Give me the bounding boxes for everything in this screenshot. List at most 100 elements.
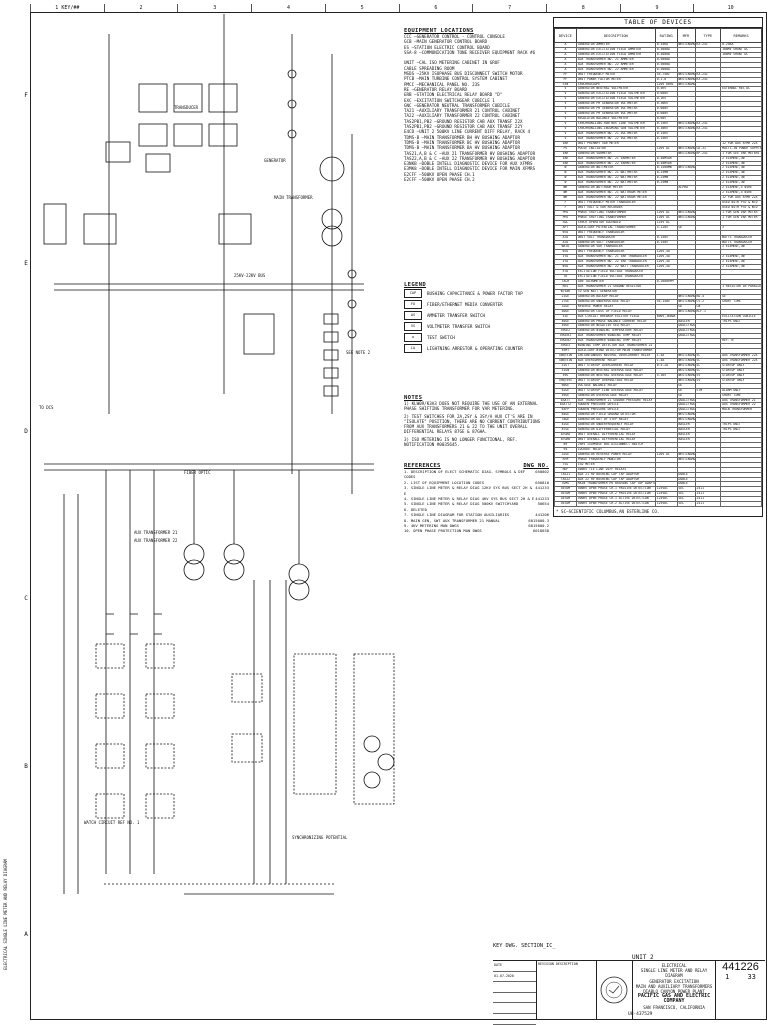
- drawing-title: ELECTRICAL SINGLE LINE METER AND RELAY D…: [633, 961, 717, 1019]
- reference-text: 6. DELETED: [404, 506, 427, 512]
- drawing-number: 441226: [722, 961, 759, 973]
- row-label: E: [24, 260, 28, 267]
- legend-symbol: FO: [404, 300, 422, 309]
- equipment-item: GNC —GENERATOR NEUTRAL TRANSFORMER CUBIC…: [404, 102, 510, 108]
- table-cell: SYNCHRONIZING-RUN BUS LINE VOLTMETER: [575, 121, 656, 127]
- table-cell: 600V,1600A: [654, 313, 678, 320]
- table-cell: 1 RESISTOR IN PARALLEL: [720, 283, 762, 290]
- table-cell: GENERATOR EXCITATION FIELD VOLTMETER: [575, 91, 656, 98]
- equipment-item: EXC —EXCITATION SWITCHGEAR CUBICLE 1: [404, 97, 495, 103]
- revision-entry: [493, 1003, 537, 1014]
- reference-item: 8. MAIN GEN, SWT AUX TRANSFORMER 21 MANU…: [404, 518, 549, 523]
- dwg-no-heading: DWG NO.: [523, 463, 549, 469]
- table-cell: AUX TRANSFORMER NO. 21 VAR TRANSDUCER: [575, 254, 656, 261]
- column-label: 9: [619, 4, 694, 12]
- table-cell: USED WITH PTD & WTD: [720, 204, 762, 211]
- note-item: 2) TEST SWITCHES FOR 2A,2SY & 3SY/A AUX …: [404, 413, 541, 435]
- table-cell: MAIN TRANSFORMER HV BUSHING CAP TAP ADAP…: [575, 481, 656, 488]
- reference-item: 1. DESCRIPTION OF ELECT SCHEMATIC DIAG. …: [404, 469, 549, 480]
- drawing-frame: [30, 12, 767, 1020]
- table-cell: QUALITROL: [676, 328, 696, 335]
- legend-text: LIGHTNING ARRESTOR & OPERATING COUNTER: [427, 346, 523, 351]
- table-cell: WESTINGHOUSE: [676, 417, 696, 424]
- table-cell: 500KV OPEN PHASE CH.2 PASSIVE DETECTION: [575, 491, 656, 498]
- see-note-label: SEE NOTE 2: [346, 350, 371, 355]
- reference-dwg: 6018038: [532, 528, 549, 534]
- equipment-item: TDMS-B —MAIN TRANSFORMER BC HV BUSHING A…: [404, 139, 520, 145]
- equipment-item: TDMS-B —MAIN TRANSFORMER BA HV BUSHING A…: [404, 145, 520, 151]
- table-cell: WESTINGHOUSE: [676, 372, 696, 379]
- devices-footnote: * SC—SCIENTIFIC COLUMBUS,AN ESTERLINE CO…: [556, 509, 660, 515]
- column-label: 4: [251, 4, 325, 12]
- to-dcs-label: TO DCS: [39, 405, 54, 410]
- equipment-locations: EQUIPMENT LOCATIONS CCC —GENERATOR CONTR…: [404, 28, 549, 182]
- equipment-item: TAS21,A,B & C —AUX 21 TRANSFORMER HV BUS…: [404, 150, 536, 156]
- reference-dwg: 441206: [535, 512, 549, 518]
- table-cell: AUX TRANSFORMER 21: [720, 397, 762, 404]
- table-cell: QUALITROL: [676, 333, 696, 340]
- table-cell: WESTINGHOUSE: [676, 145, 696, 152]
- equipment-item: PTCB —MAIN TURBINE CONTROL SYSTEM CABINE…: [404, 76, 508, 82]
- devices-header-cell: DESCRIPTION: [575, 28, 656, 43]
- row-label: C: [24, 595, 28, 603]
- reference-text: 3. SINGLE LINE METER & RELAY DIAG 12KV S…: [404, 485, 533, 496]
- equipment-item: E2CFF —500KV OPEN PHASE CH.1: [404, 171, 475, 177]
- reference-dwg: 050802: [535, 469, 549, 474]
- reference-dwg: 050810: [535, 479, 549, 485]
- unit-label: UNIT 2: [632, 954, 654, 961]
- table-cell: WESTINGHOUSE: [676, 451, 696, 458]
- reference-text: 9. 4KV METERING MAN DWGS: [404, 523, 459, 529]
- reference-item: 5. SINGLE LINE METER & RELAY DIAG 500KV …: [404, 501, 549, 506]
- revision-entry: 01-07-2020: [493, 972, 537, 983]
- table-cell: AUX TRANSFORMER 22X: [720, 358, 762, 364]
- column-label: 3: [177, 4, 251, 12]
- reference-dwg: 50654: [537, 501, 549, 507]
- title-line2: SINGLE LINE METER AND RELAY DIAGRAM: [640, 968, 708, 979]
- equipment-item: CCC —GENERATOR CONTROL - CONTROL CONSOLE: [404, 34, 505, 39]
- notes: NOTES 1) KLW09/K3A3 DOES NOT REQUIRE THE…: [404, 395, 549, 449]
- table-cell: 500KV OPEN PHASE CH.1 PASSIVE DETECTION: [575, 486, 656, 493]
- table-cell: AUX TRANSFORMER 22: [720, 402, 762, 409]
- table-cell: 12 FOR AUX XFMR 22X: [720, 140, 762, 147]
- legend-text: AMMETER TRANSFER SWITCH: [427, 313, 485, 318]
- table-cell: QUALITROL: [676, 397, 696, 404]
- equipment-item: PMCC —MECHANICAL PANEL NO. 23S: [404, 81, 480, 87]
- legend-symbol: o: [404, 333, 422, 342]
- aux22-label: AUX TRANSFORMER 22: [134, 538, 178, 543]
- table-cell: QUALITROL: [676, 402, 696, 409]
- fiber-label: FIBER OPTIC: [184, 470, 211, 475]
- company-city: SAN FRANCISCO, CALIFORNIA: [643, 1004, 705, 1010]
- table-cell: 500KV OPEN PHASE CH.1 ACTIVE DETECTION: [575, 496, 656, 503]
- key-dwg: KEY DWG. SECTION_IC_: [493, 943, 556, 949]
- main-xfmr-label: MAIN TRANSFORMER: [274, 195, 313, 200]
- table-cell: WESTINGHOUSE: [676, 308, 696, 315]
- devices-header-cell: TYPE: [694, 28, 722, 43]
- table-cell: AUX TRANSFORMER NO. 22 WATTHOUR METER: [575, 195, 656, 201]
- table-cell: 1 FOR GEN VAR METER: [720, 209, 762, 216]
- table-cell: EXCITATION CUBICLE: [720, 313, 762, 320]
- column-label: 10: [693, 4, 767, 12]
- table-cell: 500KV OPEN PHASE CH.2 ACTIVE DETECTION: [575, 501, 656, 508]
